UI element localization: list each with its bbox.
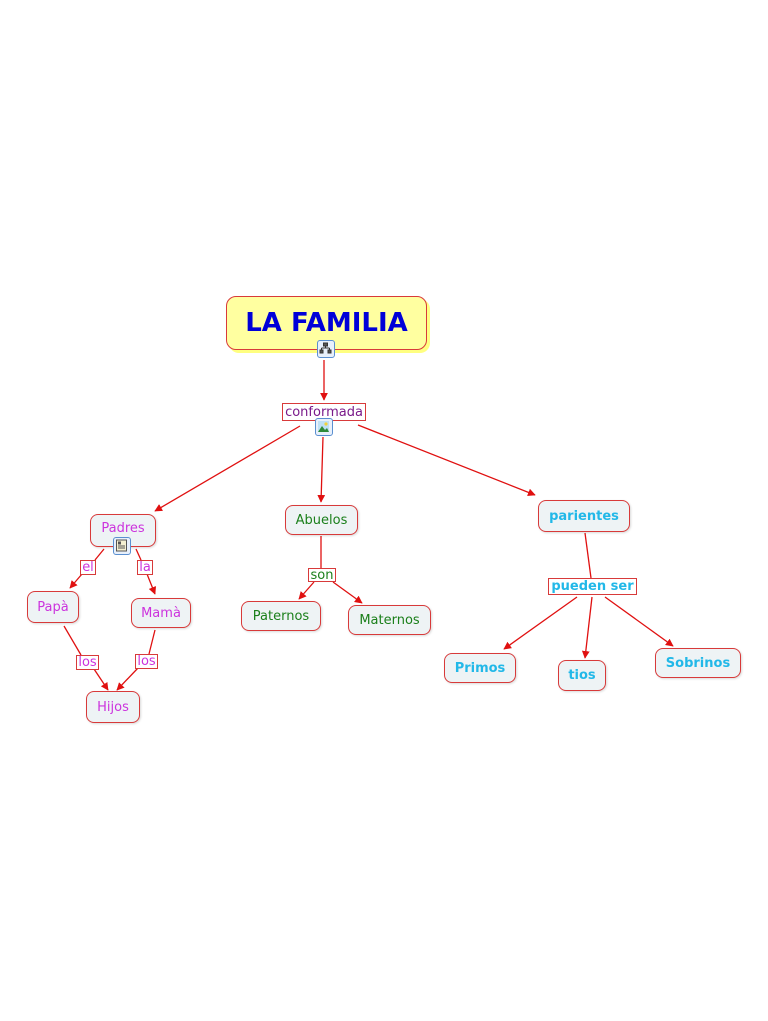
concept-label: Primos — [454, 660, 506, 676]
root-label: LA FAMILIA — [245, 308, 408, 338]
link-conformada-abuelos — [317, 436, 326, 503]
linking-phrase-pueden-ser[interactable]: pueden ser — [548, 578, 637, 595]
concept-tios[interactable]: tios — [558, 660, 606, 691]
concept-label: tios — [568, 668, 596, 683]
concept-label: Hijos — [97, 699, 129, 715]
linking-phrase-son[interactable]: son — [308, 568, 336, 582]
document-icon[interactable] — [113, 537, 131, 555]
linking-text: la — [139, 560, 151, 575]
linking-text: conformada — [285, 404, 363, 420]
link-mama-los — [148, 629, 156, 655]
concept-label: Papà — [37, 599, 69, 615]
link-pueden-tios — [581, 596, 593, 659]
linking-text: son — [310, 567, 334, 583]
concept-label: parientes — [549, 508, 619, 524]
link-padres-la — [135, 548, 142, 561]
concept-map-icon[interactable] — [317, 340, 335, 358]
link-pueden-sobrinos — [604, 596, 674, 647]
concept-label: Abuelos — [295, 512, 348, 528]
link-el-papa — [69, 573, 83, 589]
concept-label: Padres — [101, 521, 145, 536]
link-conformada-padres — [154, 425, 301, 512]
linking-text: el — [82, 560, 94, 575]
concept-papa[interactable]: Papà — [27, 591, 79, 623]
link-conformada-parientes — [357, 424, 536, 497]
linking-text: pueden ser — [551, 579, 634, 594]
link-la-mama — [146, 573, 157, 595]
concept-label: Maternos — [359, 612, 420, 628]
concept-sobrinos[interactable]: Sobrinos — [655, 648, 741, 678]
linking-phrase-los-right[interactable]: los — [135, 654, 158, 669]
link-los-hijos-left — [93, 668, 109, 691]
concept-label: Sobrinos — [665, 655, 731, 671]
link-papa-los — [63, 625, 82, 656]
concept-mama[interactable]: Mamà — [131, 598, 191, 628]
linking-text: los — [78, 655, 97, 670]
image-icon[interactable] — [315, 418, 333, 436]
linking-phrase-la[interactable]: la — [137, 560, 153, 575]
linking-phrase-los-left[interactable]: los — [76, 655, 99, 670]
concept-hijos[interactable]: Hijos — [86, 691, 140, 723]
concept-paternos[interactable]: Paternos — [241, 601, 321, 631]
concept-primos[interactable]: Primos — [444, 653, 516, 683]
concept-parientes[interactable]: parientes — [538, 500, 630, 532]
linking-phrase-conformada[interactable]: conformada — [282, 403, 366, 421]
link-son-paternos — [298, 581, 315, 600]
concept-label: Paternos — [252, 608, 310, 624]
concept-label: Mamà — [141, 605, 181, 621]
link-los-hijos-right — [116, 667, 139, 691]
concept-maternos[interactable]: Maternos — [348, 605, 431, 635]
link-parientes-pueden — [584, 532, 592, 579]
link-pueden-primos — [503, 596, 578, 650]
concept-abuelos[interactable]: Abuelos — [285, 505, 358, 535]
linking-phrase-el[interactable]: el — [80, 560, 96, 575]
link-padres-el — [94, 548, 105, 561]
linking-text: los — [137, 654, 156, 669]
link-son-maternos — [332, 581, 363, 604]
